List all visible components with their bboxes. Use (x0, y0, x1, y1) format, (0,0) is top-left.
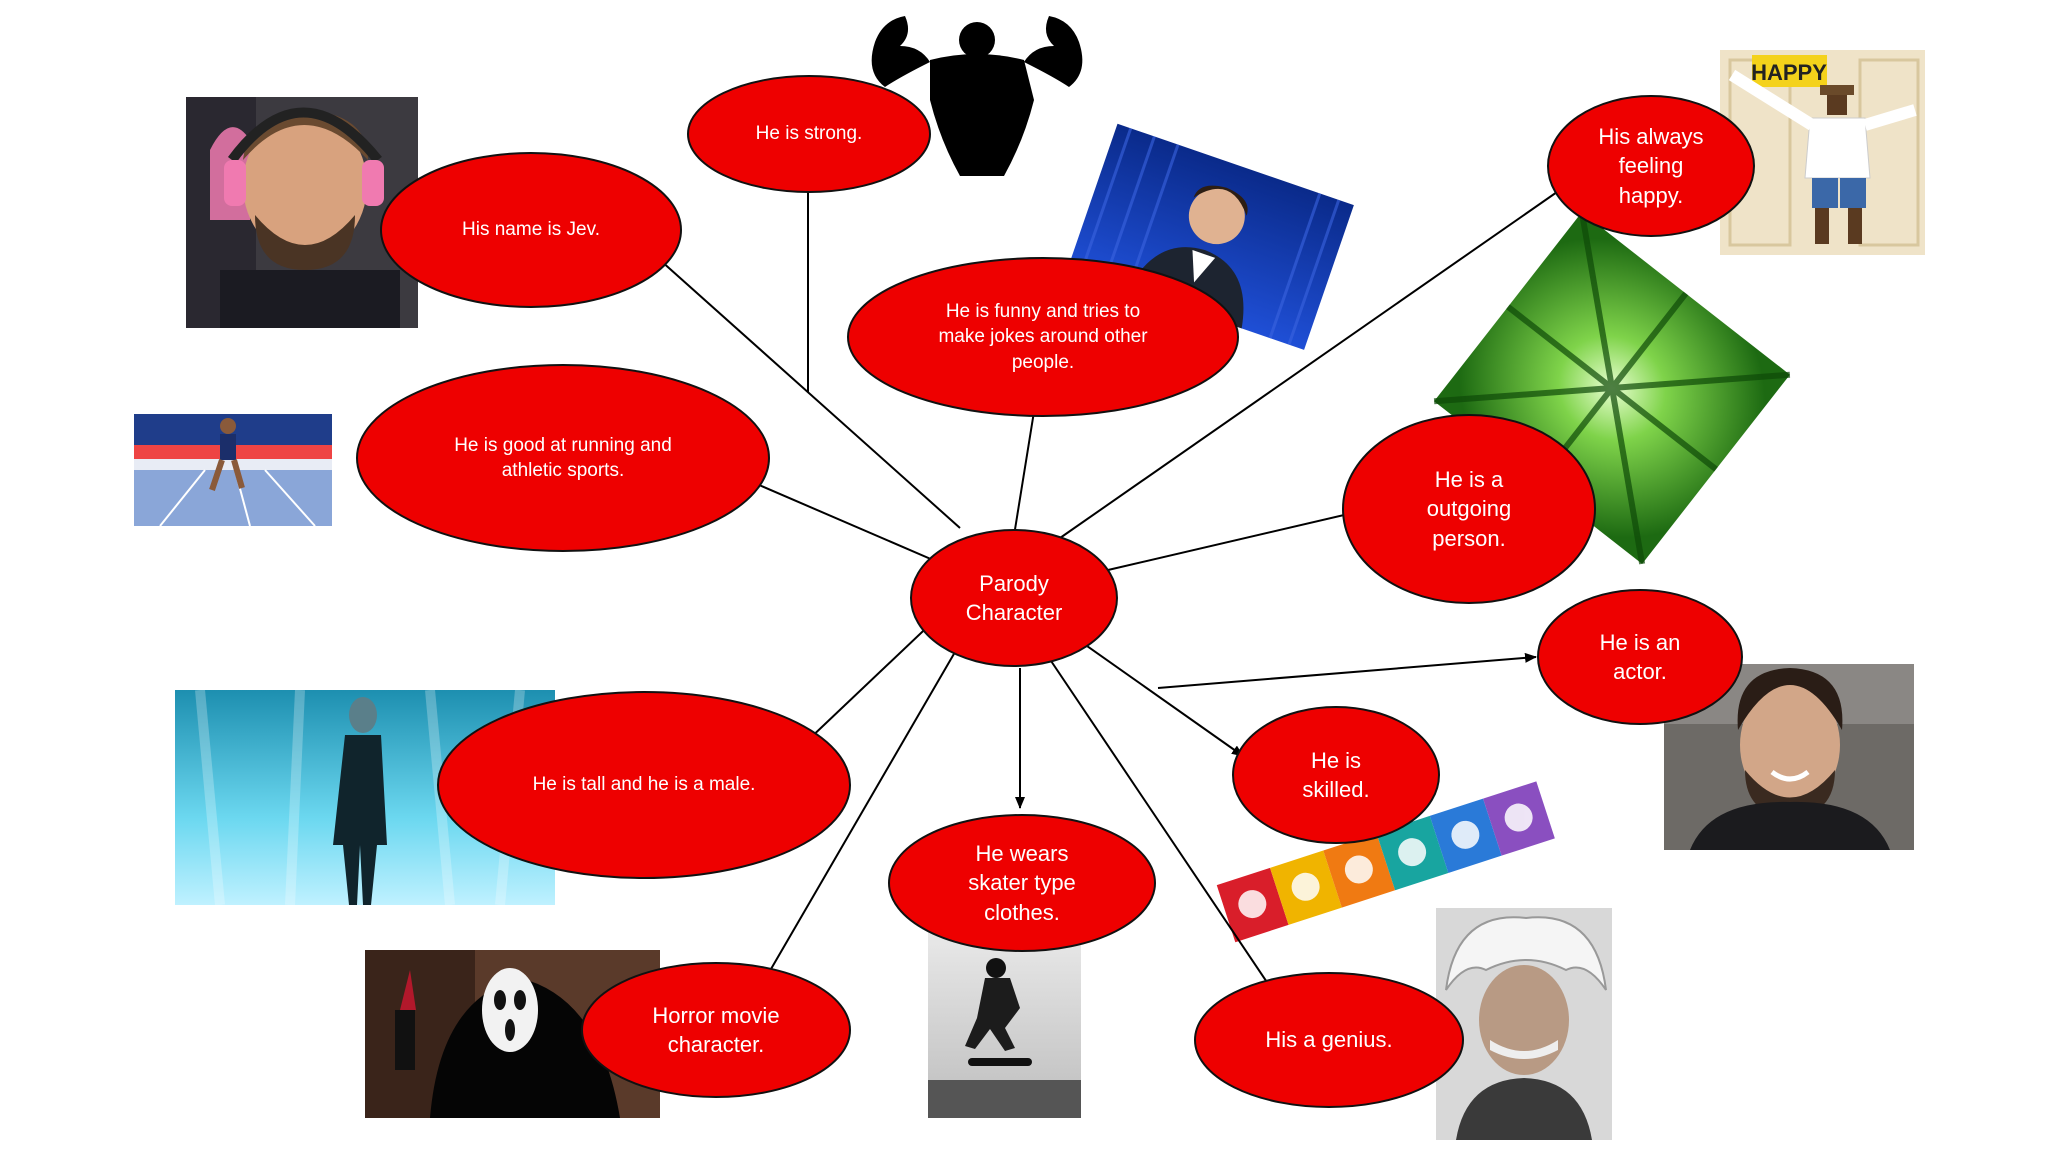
actor-photo (1664, 664, 1914, 850)
skater-photo (928, 930, 1081, 1118)
node-shape-skater (888, 814, 1156, 952)
edge-funny (1011, 392, 1041, 549)
forest-photo (1433, 211, 1791, 565)
edge-happy (1059, 175, 1581, 539)
edge-actor (1157, 652, 1537, 689)
einstein-photo (1436, 908, 1612, 1140)
node-shape-name (380, 152, 682, 308)
edge-name (631, 234, 961, 529)
sprinter-photo (134, 414, 332, 527)
node-shape-happy (1547, 95, 1755, 237)
node-shape-strong (687, 75, 931, 193)
gamer-photo (186, 97, 418, 328)
node-shape-tall (437, 691, 851, 879)
node-shape-genius (1194, 972, 1464, 1108)
edge-outgoing (1107, 505, 1375, 571)
edge-genius (1044, 651, 1284, 1007)
edge-skilled (1069, 633, 1244, 757)
node-shape-funny (847, 257, 1239, 417)
node-shape-actor (1537, 589, 1743, 725)
center-node-shape (910, 529, 1118, 667)
edges (631, 169, 1581, 1007)
node-shape-skilled (1232, 706, 1440, 844)
node-shape-running (356, 364, 770, 552)
node-shapes (356, 75, 1755, 1108)
happy-poster-text: HAPPY (1751, 60, 1827, 85)
skills-icons (1216, 781, 1555, 943)
happy-poster: HAPPY (1720, 50, 1925, 255)
strongman-silhouette (871, 16, 1083, 176)
node-shape-outgoing (1342, 414, 1596, 604)
node-shape-horror (581, 962, 851, 1098)
edge-horror (759, 639, 963, 989)
